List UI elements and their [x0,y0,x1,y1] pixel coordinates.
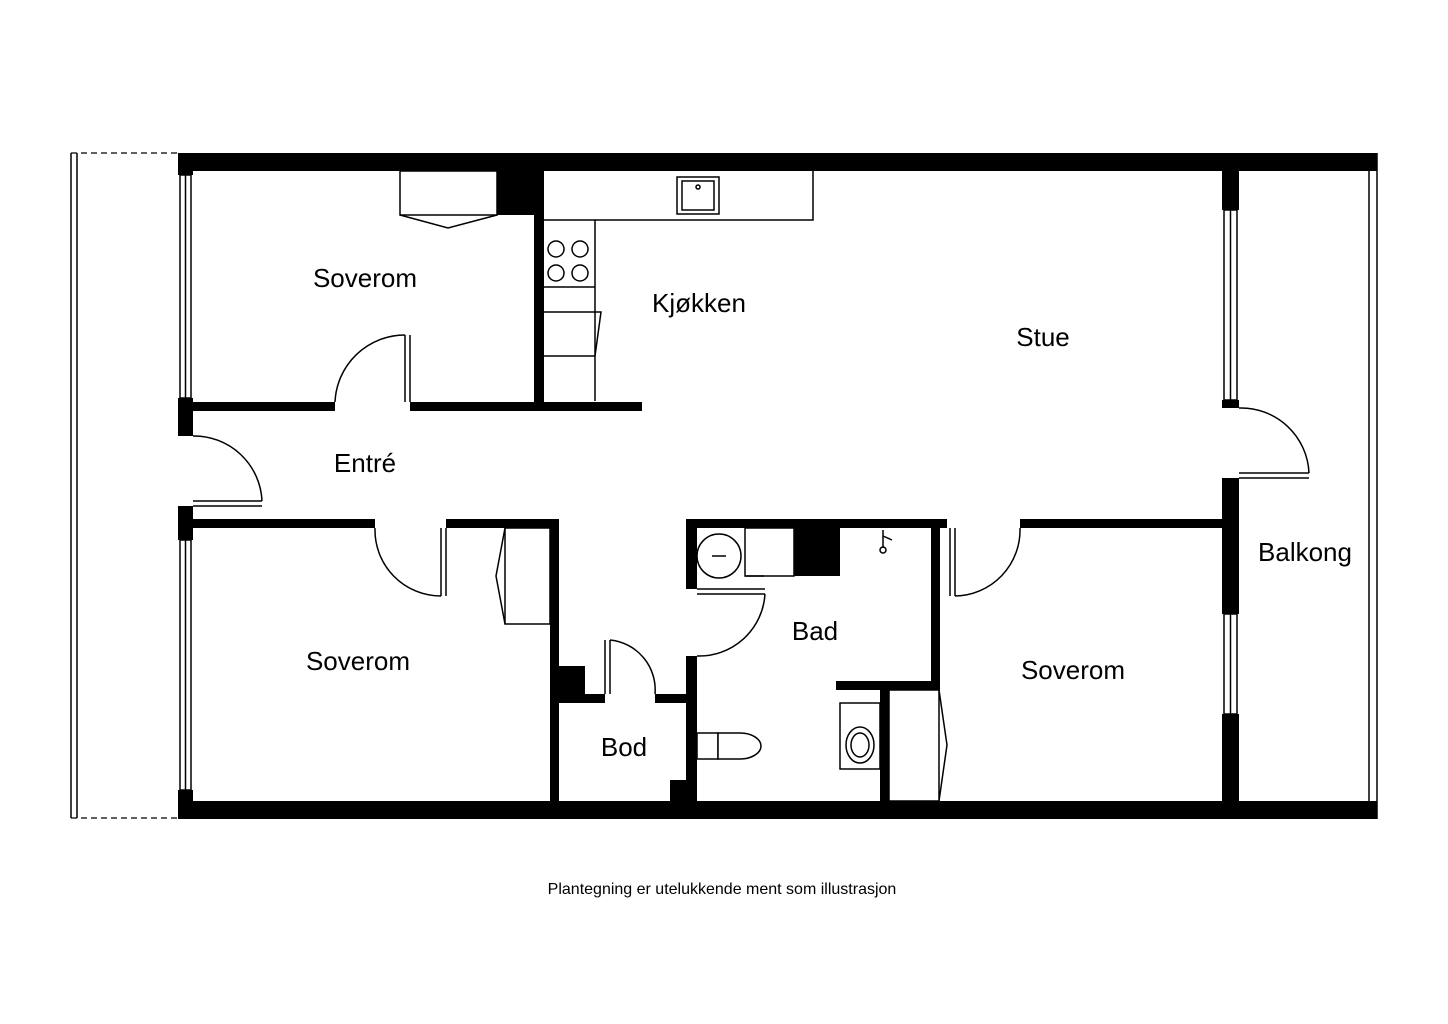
room-label-soverom-bottom-left: Soverom [306,646,410,676]
room-label-entre: Entré [334,448,396,478]
windows [179,174,1238,791]
disclaimer-caption: Plantegning er utelukkende ment som illu… [548,881,897,898]
room-label-stue: Stue [1016,322,1070,352]
room-label-soverom-right: Soverom [1021,655,1125,685]
room-label-balkong: Balkong [1258,537,1352,567]
room-label-bod: Bod [601,732,647,762]
left-outdoor-area [70,152,178,819]
room-label-soverom-top-left: Soverom [313,263,417,293]
outer-walls [178,153,1378,819]
sink-icon [839,702,881,770]
shower-icon [879,530,893,554]
toilet-icon [696,732,762,760]
room-label-bad: Bad [792,616,838,646]
wardrobes [399,170,948,802]
bathroom-fixtures [696,527,893,770]
kitchen-fixtures [544,171,814,401]
room-label-kjokken: Kjøkken [652,288,746,318]
water-heater-icon [696,533,742,579]
stove-icon [547,240,589,282]
doors [192,334,1310,695]
washing-machine-icon [744,527,795,577]
interior-walls [193,171,1231,801]
